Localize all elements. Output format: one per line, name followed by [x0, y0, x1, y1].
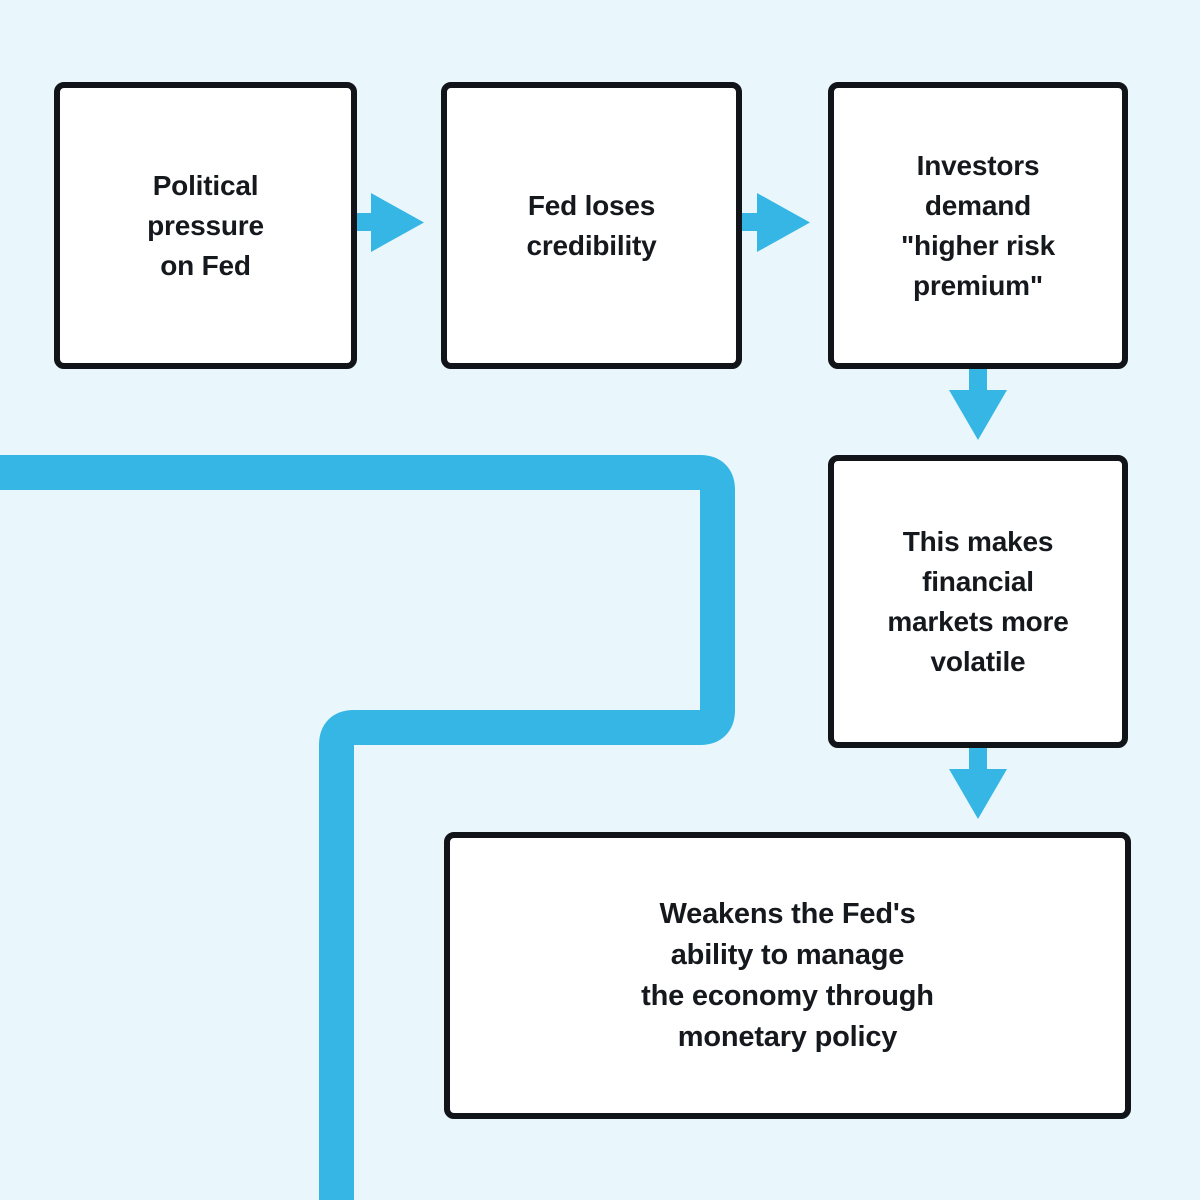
node-investors-demand-risk-premium[interactable]: Investors demand "higher risk premium": [828, 82, 1128, 369]
arrow-credibility-to-investors: [742, 193, 810, 252]
arrow-pressure-to-credibility: [357, 193, 424, 252]
node-fed-loses-credibility[interactable]: Fed loses credibility: [441, 82, 742, 369]
arrow-investors-to-volatile: [949, 369, 1007, 440]
node-weakens-fed-ability[interactable]: Weakens the Fed's ability to manage the …: [444, 832, 1131, 1119]
node-fed-loses-credibility-label: Fed loses credibility: [526, 189, 657, 261]
node-investors-demand-risk-premium-label: Investors demand "higher risk premium": [900, 149, 1056, 301]
node-markets-more-volatile[interactable]: This makes financial markets more volati…: [828, 455, 1128, 748]
node-political-pressure-label: Political pressure on Fed: [147, 169, 264, 281]
feedback-loop-path: [0, 455, 735, 1200]
node-weakens-fed-ability-label: Weakens the Fed's ability to manage the …: [641, 897, 934, 1053]
arrow-volatile-to-weakens: [949, 748, 1007, 819]
node-markets-more-volatile-label: This makes financial markets more volati…: [887, 525, 1069, 677]
node-political-pressure[interactable]: Political pressure on Fed: [54, 82, 357, 369]
